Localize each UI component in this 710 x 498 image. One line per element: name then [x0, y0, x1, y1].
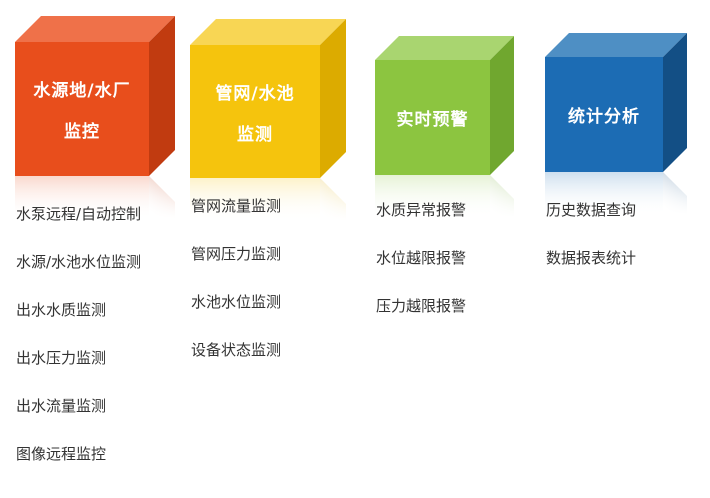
- feature-item: 水源/水池水位监测: [16, 253, 142, 271]
- pillar-statistics-analysis: 统计分析 历史数据查询 数据报表统计: [545, 0, 697, 498]
- cube-title-line: 监控: [64, 122, 100, 142]
- pillar-network-pool-monitoring: 管网/水池 监测 管网流量监测 管网压力监测 水池水位监测 设备状态监测: [190, 0, 352, 498]
- pillar-source-plant-monitoring: 水源地/水厂 监控 水泵远程/自动控制 水源/水池水位监测 出水水质监测 出水压…: [15, 0, 183, 498]
- feature-item: 水位越限报警: [376, 249, 467, 267]
- feature-item: 管网流量监测: [191, 197, 282, 215]
- feature-item: 历史数据查询: [546, 201, 637, 219]
- feature-item: 管网压力监测: [191, 245, 282, 263]
- cube-front-face: 管网/水池 监测: [190, 45, 320, 178]
- cube-reflection: [190, 178, 346, 224]
- cube-reflection: [15, 176, 175, 222]
- feature-list-realtime-alert: 水质异常报警 水位越限报警 压力越限报警: [376, 200, 466, 344]
- cube-title-line: 统计分析: [568, 107, 640, 127]
- cube-source-plant-monitoring: 水源地/水厂 监控: [15, 16, 175, 176]
- feature-item: 出水流量监测: [16, 397, 107, 415]
- cube-reflection: [545, 172, 687, 218]
- reflection-fade: [15, 176, 175, 222]
- cube-title-line: 实时预警: [396, 110, 469, 130]
- feature-list-network-pool: 管网流量监测 管网压力监测 水池水位监测 设备状态监测: [191, 196, 281, 388]
- cube-statistics-analysis: 统计分析: [545, 33, 687, 172]
- feature-item: 出水压力监测: [16, 349, 107, 367]
- feature-item: 出水水质监测: [16, 301, 107, 319]
- cube-network-pool-monitoring: 管网/水池 监测: [190, 19, 346, 178]
- cube-front-face: 实时预警: [375, 60, 490, 175]
- feature-item: 设备状态监测: [191, 341, 282, 359]
- reflection-fade: [545, 172, 687, 218]
- feature-item: 水泵远程/自动控制: [16, 205, 142, 223]
- pillar-realtime-alert: 实时预警 水质异常报警 水位越限报警 压力越限报警: [375, 0, 525, 498]
- cube-title-line: 监测: [237, 124, 273, 145]
- feature-list-source-plant: 水泵远程/自动控制 水源/水池水位监测 出水水质监测 出水压力监测 出水流量监测…: [16, 204, 141, 492]
- feature-item: 水池水位监测: [191, 293, 282, 311]
- cube-side-face: [490, 36, 514, 175]
- feature-list-statistics: 历史数据查询 数据报表统计: [546, 200, 636, 296]
- feature-item: 数据报表统计: [546, 249, 637, 267]
- feature-item: 水质异常报警: [376, 201, 467, 219]
- cube-reflection: [375, 175, 514, 221]
- cube-front-face: 水源地/水厂 监控: [15, 42, 149, 176]
- feature-item: 图像远程监控: [16, 445, 107, 463]
- feature-item: 压力越限报警: [376, 297, 467, 315]
- cube-realtime-alert: 实时预警: [375, 36, 514, 175]
- cube-side-face: [663, 33, 687, 172]
- cube-side-face: [149, 16, 175, 176]
- cube-front-face: 统计分析: [545, 57, 663, 172]
- cube-title-line: 管网/水池: [215, 83, 295, 104]
- cube-title-line: 水源地/水厂: [33, 81, 131, 101]
- reflection-fade: [375, 175, 514, 221]
- reflection-fade: [190, 178, 346, 224]
- cube-side-face: [320, 19, 346, 178]
